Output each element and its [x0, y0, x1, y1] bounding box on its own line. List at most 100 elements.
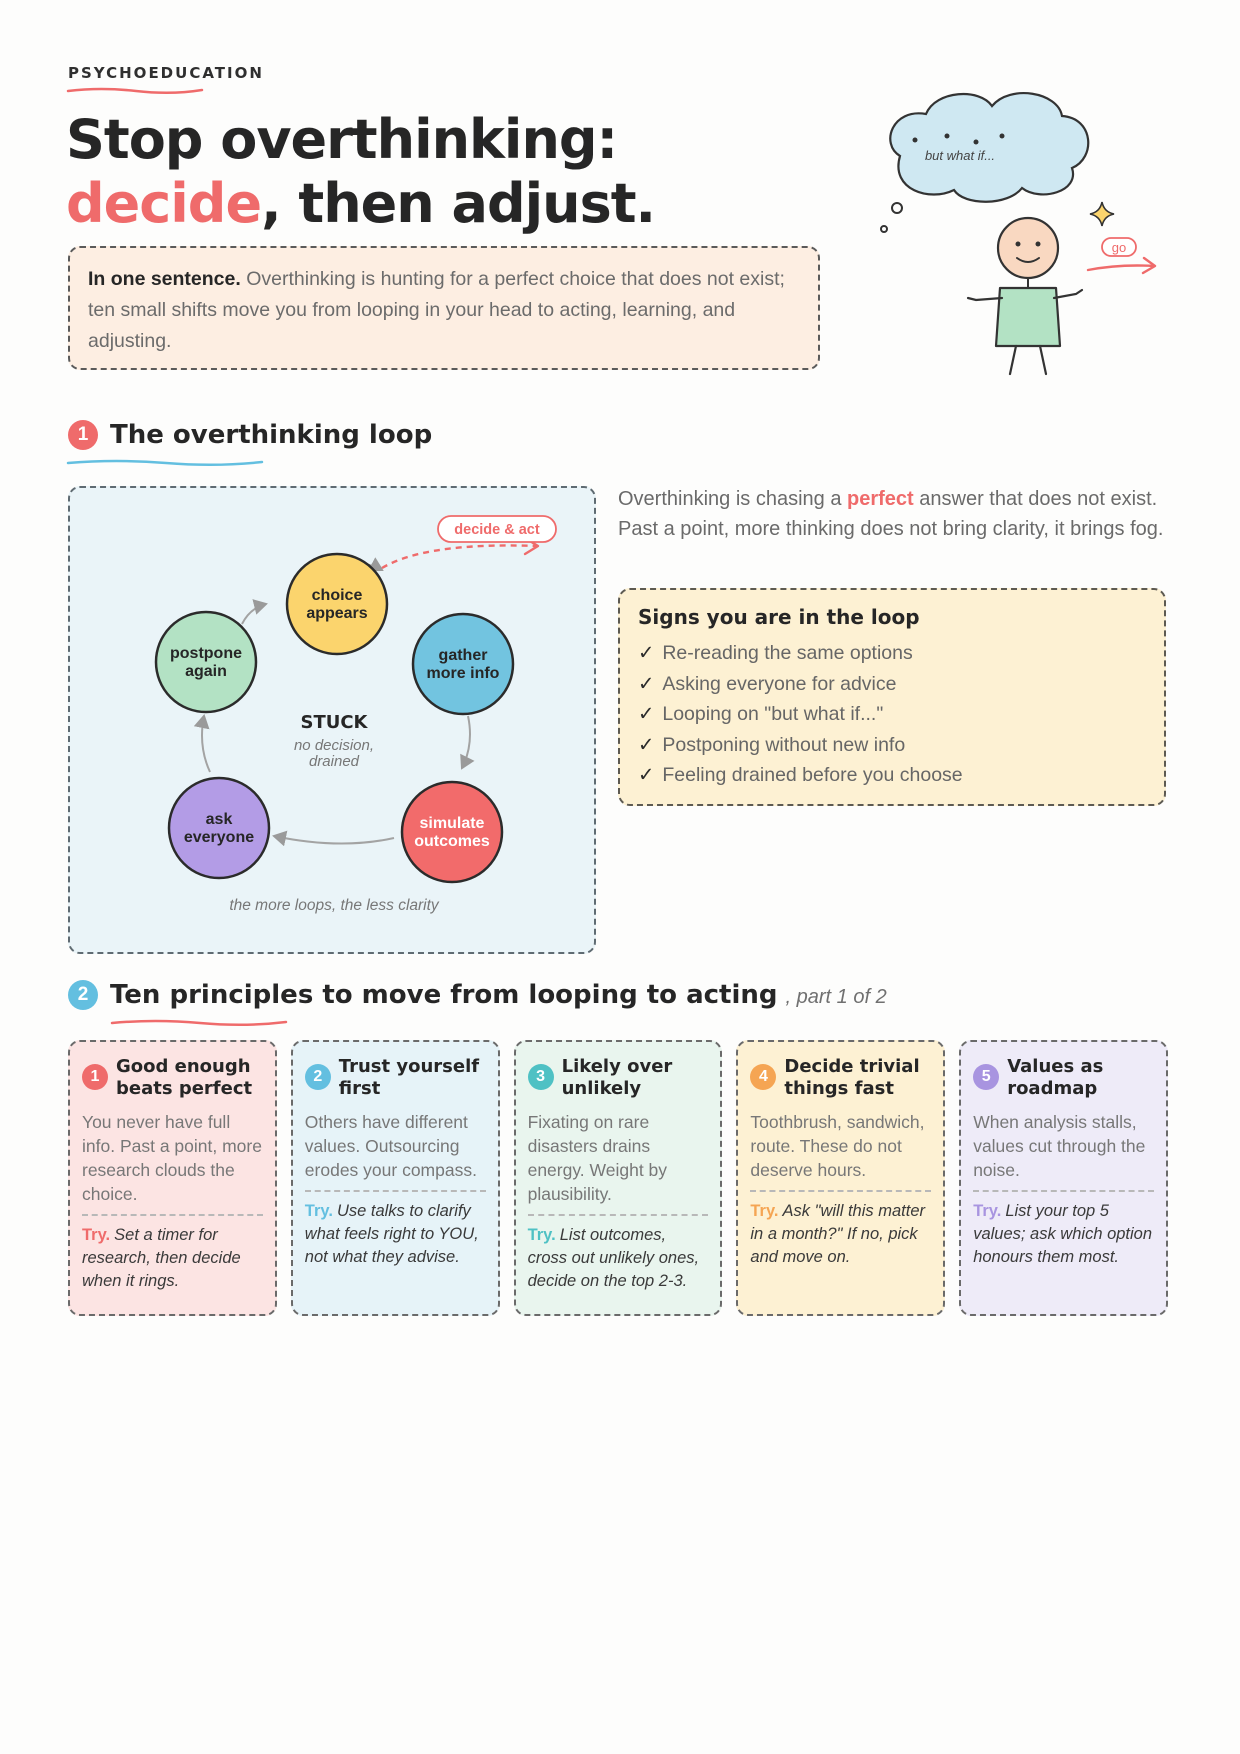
principle-try: Try.Use talks to clarify what feels righ… — [305, 1200, 486, 1269]
principle-body: You never have full info. Past a point, … — [82, 1110, 263, 1216]
thinking-person-illustration: but what if... go — [880, 92, 1157, 376]
thought-text: but what if... — [925, 148, 995, 163]
summary-text: Overthinking is hunting for a perfect ch… — [88, 268, 785, 352]
principle-try: Try.List your top 5 values; ask which op… — [973, 1200, 1154, 1269]
exit-arrow — [381, 544, 537, 570]
node-gather-more-info: gather more info — [411, 612, 515, 716]
node-label: appears — [306, 605, 367, 622]
principle-title: Decide trivial things fast — [784, 1056, 920, 1099]
principle-try: Try.List outcomes, cross out unlikely on… — [528, 1224, 709, 1293]
intro-after: answer that does not exist. Past a point… — [618, 488, 1164, 540]
try-text: Set a timer for research, then decide wh… — [82, 1226, 241, 1290]
summary-box: In one sentence. Overthinking is hunting… — [68, 246, 820, 370]
loop-center-sub-2: drained — [309, 753, 360, 770]
principle-badge: 1 — [82, 1064, 108, 1090]
loop-center-sub-1: no decision, — [294, 737, 374, 754]
loop-center-title: STUCK — [300, 712, 368, 733]
arrow-gather-to-simulate — [460, 715, 475, 770]
principle-badge: 4 — [750, 1064, 777, 1090]
section-1-underline — [66, 459, 264, 467]
try-label: Try. — [304, 1202, 333, 1220]
signs-box: Signs you are in the loop ✓Re-reading th… — [618, 588, 1166, 806]
person-icon — [966, 216, 1084, 376]
thought-cloud: but what if... — [880, 92, 1090, 233]
principle-title: Trust yourself first — [338, 1056, 480, 1099]
section-1-heading: 1 The overthinking loop — [68, 420, 432, 450]
node-label: gather — [439, 647, 488, 664]
arrow-simulate-to-ask — [272, 830, 395, 847]
principle-try: Try.Ask "will this matter in a month?" I… — [750, 1200, 931, 1269]
principle-badge: 5 — [973, 1064, 1000, 1090]
principle-body: Others have different values. Outsourcin… — [304, 1110, 486, 1192]
principle-title: Good enough beats perfect — [116, 1056, 253, 1099]
principle-title: Values as roadmap — [1007, 1056, 1104, 1099]
kicker-underline — [66, 87, 204, 95]
try-text: List outcomes, cross out unlikely ones, … — [527, 1226, 700, 1290]
check-icon: ✓ — [638, 764, 655, 786]
page-title: Stop overthinking: decide, then adjust. — [66, 108, 656, 236]
signs-list: ✓Re-reading the same options ✓Asking eve… — [638, 638, 1146, 791]
title-line-2: decide, then adjust. — [66, 172, 656, 236]
principle-body: When analysis stalls, values cut through… — [973, 1110, 1154, 1192]
intro-highlight: perfect — [847, 488, 914, 510]
principle-card-1: 1 Good enough beats perfect You never ha… — [68, 1040, 277, 1316]
section-2-badge: 2 — [68, 980, 98, 1010]
node-choice-appears: choice appears — [285, 552, 389, 656]
section-2-subtitle: , part 1 of 2 — [785, 985, 887, 1008]
title-line-1: Stop overthinking: — [66, 108, 618, 171]
node-ask-everyone: ask everyone — [167, 776, 271, 880]
exit-label-pill — [437, 515, 557, 543]
list-item: ✓Asking everyone for advice — [638, 672, 897, 695]
node-label: simulate — [420, 815, 485, 832]
principles-cards: 1 Good enough beats perfect You never ha… — [68, 1040, 1168, 1316]
node-label: postpone — [170, 645, 242, 662]
principle-body: Toothbrush, sandwich, route. These do no… — [750, 1110, 932, 1192]
list-item: ✓Re-reading the same options — [638, 642, 913, 664]
principle-card-3: 3 Likely over unlikely Fixating on rare … — [513, 1040, 723, 1316]
go-label: go — [1112, 240, 1126, 255]
section-2-title: Ten principles to move from looping to a… — [110, 980, 778, 1010]
principle-body: Fixating on rare disasters drains energy… — [527, 1110, 709, 1216]
list-item: ✓Looping on "but what if..." — [638, 703, 884, 725]
section-2-underline — [110, 1019, 288, 1027]
arrow-postpone-to-choice — [241, 599, 268, 625]
try-label: Try. — [82, 1226, 111, 1244]
try-label: Try. — [527, 1226, 556, 1244]
node-label: outcomes — [414, 833, 490, 850]
list-item: ✓Feeling drained before you choose — [638, 764, 963, 786]
node-label: choice — [312, 587, 363, 604]
node-simulate-outcomes: simulate outcomes — [400, 780, 504, 884]
principle-card-5: 5 Values as roadmap When analysis stalls… — [959, 1040, 1168, 1316]
section-1-badge: 1 — [68, 420, 98, 450]
principle-card-2: 2 Trust yourself first Others have diffe… — [290, 1040, 500, 1316]
node-label: more info — [427, 665, 500, 682]
try-label: Try. — [750, 1202, 779, 1220]
title-rest: , then adjust. — [261, 172, 656, 235]
intro-before: Overthinking is chasing a — [618, 488, 848, 510]
principle-badge: 2 — [304, 1064, 331, 1090]
check-icon: ✓ — [638, 703, 655, 725]
section-2-heading: 2 Ten principles to move from looping to… — [68, 980, 887, 1010]
loop-caption: the more loops, the less clarity — [229, 897, 440, 914]
check-icon: ✓ — [638, 672, 655, 695]
list-item: ✓Postponing without new info — [638, 733, 906, 756]
check-icon: ✓ — [638, 642, 655, 664]
principle-title: Likely over unlikely — [561, 1056, 673, 1099]
go-arrow-icon: go — [1086, 237, 1157, 275]
node-label: again — [185, 663, 227, 680]
exit-label: decide & act — [454, 522, 540, 538]
node-label: ask — [206, 811, 233, 828]
node-label: everyone — [184, 829, 254, 846]
principle-badge: 3 — [527, 1064, 554, 1090]
try-text: Ask "will this matter in a month?" If no… — [750, 1202, 925, 1266]
sparkle-icon — [1089, 201, 1115, 227]
section-1-title: The overthinking loop — [110, 420, 433, 450]
try-text: Use talks to clarify what feels right to… — [304, 1202, 479, 1266]
loop-diagram: decide & act choice appears gather more … — [154, 515, 557, 914]
loop-diagram-panel: decide & act choice appears gather more … — [68, 486, 596, 954]
node-postpone-again: postpone again — [154, 610, 258, 714]
signs-title: Signs you are in the loop — [638, 605, 920, 629]
kicker: PSYCHOEDUCATION — [68, 64, 264, 82]
title-accent: decide — [66, 172, 262, 235]
arrow-ask-to-postpone — [193, 714, 211, 773]
